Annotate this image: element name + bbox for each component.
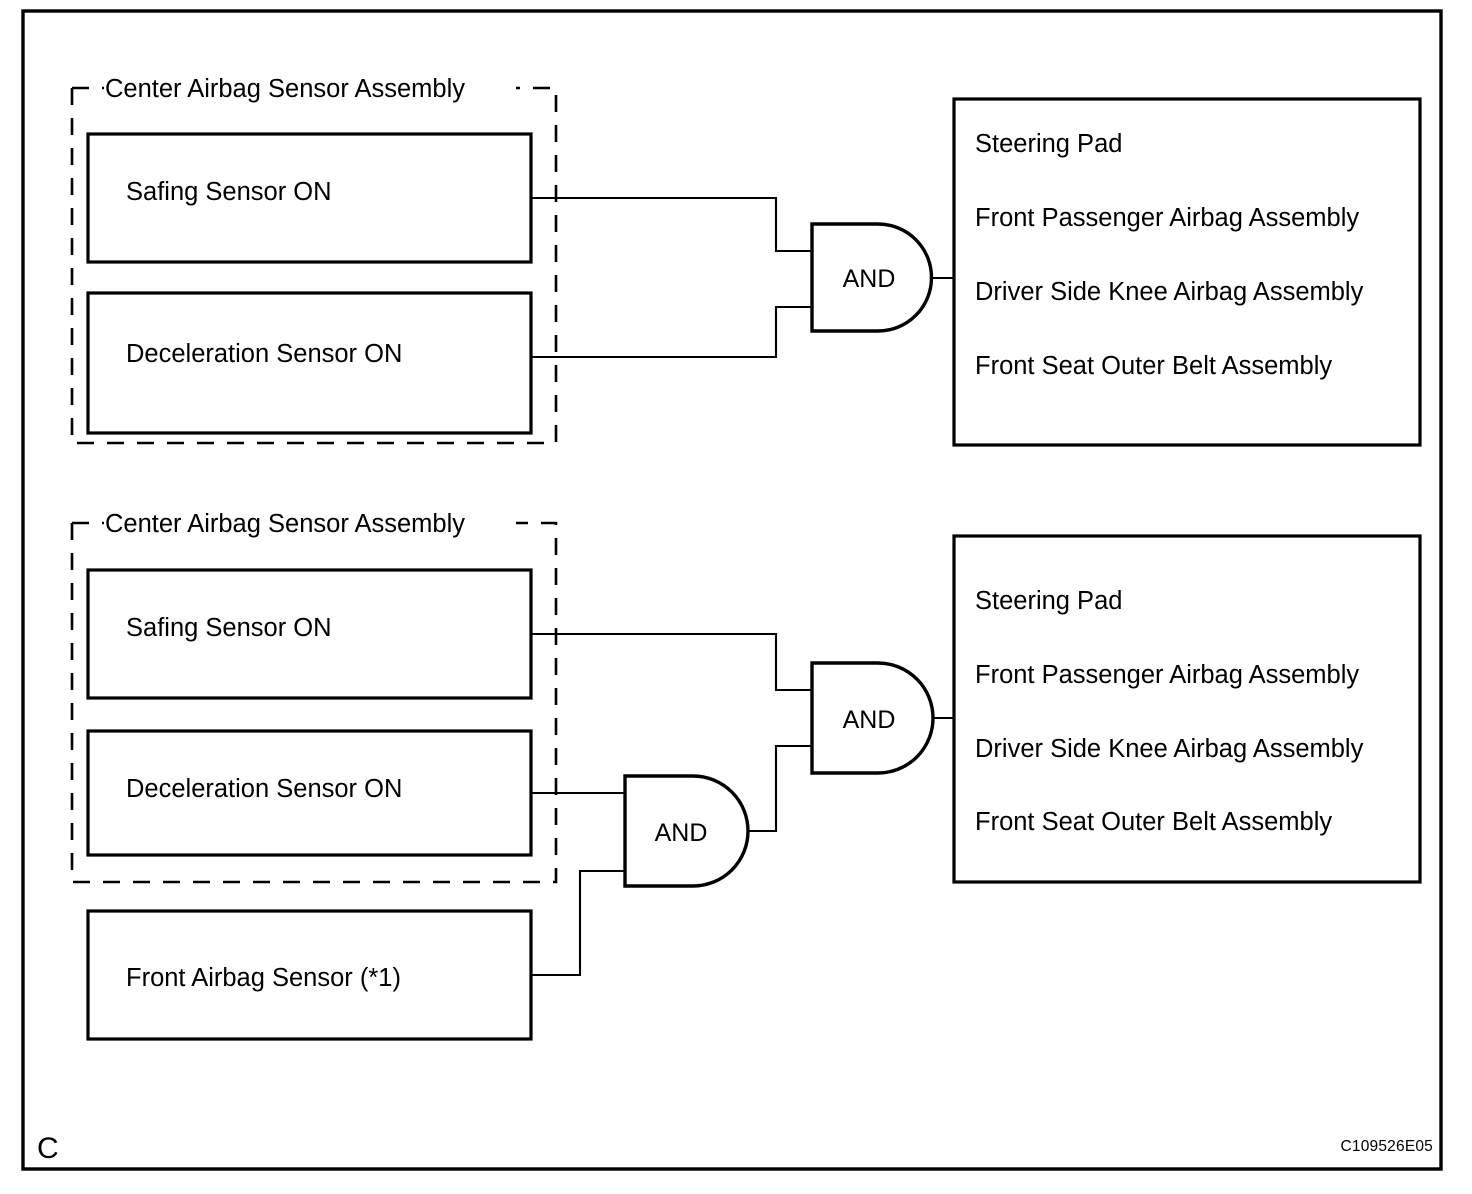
page-border — [21, 9, 1443, 1171]
wire-deceleration-to-gate-1 — [531, 305, 812, 359]
output-item-2-3: Front Seat Outer Belt Assembly — [975, 808, 1332, 836]
and-gate-2b-label: AND — [843, 706, 896, 734]
output-item-2-1: Front Passenger Airbag Assembly — [975, 661, 1359, 689]
and-gate-2b — [810, 661, 935, 775]
input-box-deceleration-sensor-2 — [86, 729, 533, 857]
and-gate-2a-label: AND — [655, 819, 708, 847]
wire-safing-to-gate-2b — [531, 632, 812, 692]
output-item-1-3: Front Seat Outer Belt Assembly — [975, 352, 1332, 380]
input-box-safing-sensor-2 — [86, 568, 533, 700]
wire-gate-2a-to-gate-2b — [748, 744, 812, 833]
output-box-2 — [952, 534, 1422, 884]
input-label-front-airbag-sensor: Front Airbag Sensor (*1) — [126, 964, 401, 992]
wire-front-airbag-to-gate-2a — [531, 869, 625, 977]
output-item-1-2: Driver Side Knee Airbag Assembly — [975, 278, 1364, 306]
input-box-deceleration-sensor-1 — [86, 291, 533, 435]
output-item-2-2: Driver Side Knee Airbag Assembly — [975, 735, 1364, 763]
corner-label: C — [37, 1132, 59, 1165]
output-box-1 — [952, 97, 1422, 447]
input-label-deceleration-sensor-2: Deceleration Sensor ON — [126, 775, 402, 803]
input-label-safing-sensor-1: Safing Sensor ON — [126, 178, 332, 206]
group-label-2: Center Airbag Sensor Assembly — [105, 510, 465, 538]
group-boundary-2 — [70, 521, 558, 884]
group-label-1: Center Airbag Sensor Assembly — [105, 75, 465, 103]
wire-safing-to-gate-1 — [531, 196, 812, 253]
figure-code: C109526E05 — [1341, 1138, 1434, 1155]
input-label-deceleration-sensor-1: Deceleration Sensor ON — [126, 340, 402, 368]
group-boundary-1 — [70, 86, 558, 445]
output-item-1-1: Front Passenger Airbag Assembly — [975, 204, 1359, 232]
and-gate-1 — [810, 222, 934, 333]
and-gate-1-label: AND — [843, 265, 896, 293]
output-item-1-0: Steering Pad — [975, 130, 1122, 158]
and-gate-2a — [623, 774, 750, 888]
input-box-safing-sensor-1 — [86, 132, 533, 264]
output-item-2-0: Steering Pad — [975, 587, 1122, 615]
input-label-safing-sensor-2: Safing Sensor ON — [126, 614, 332, 642]
input-box-front-airbag-sensor — [86, 909, 533, 1041]
